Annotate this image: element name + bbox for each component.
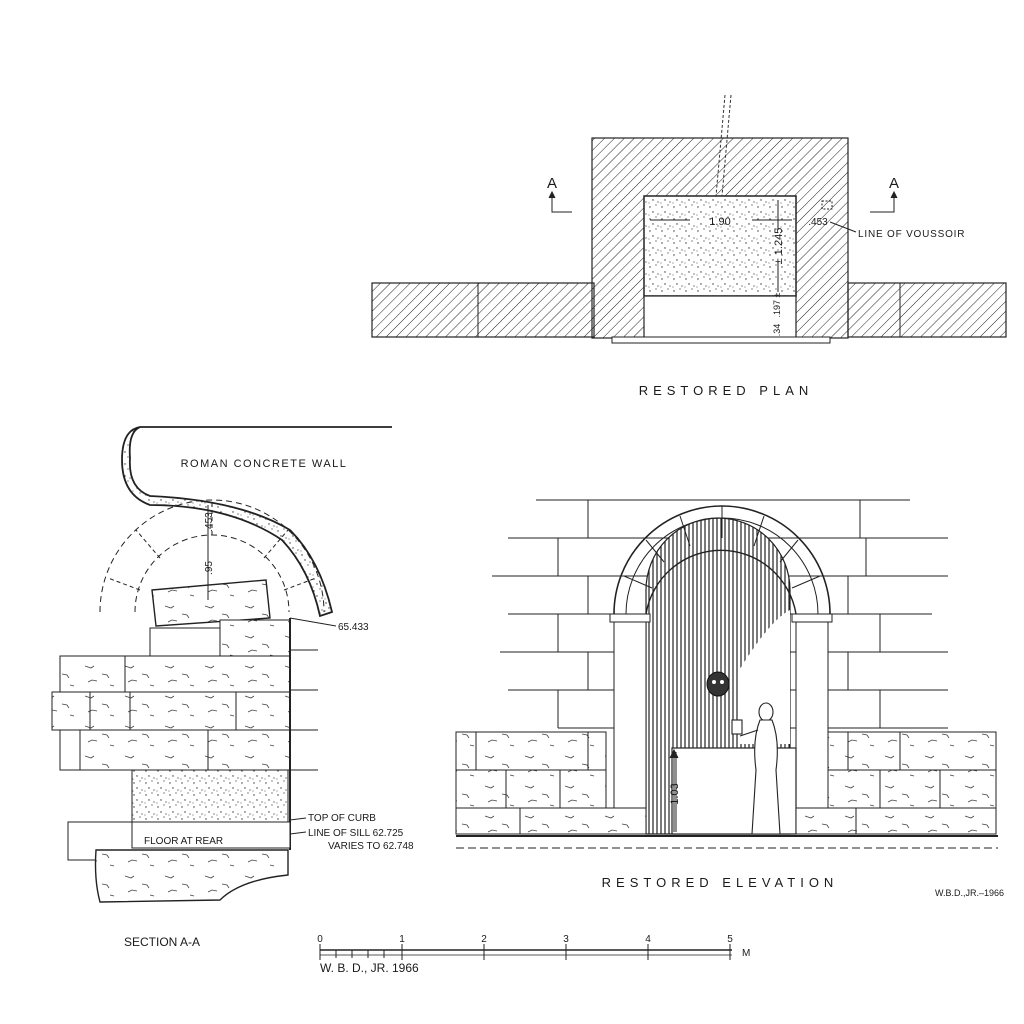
scale-credit: W. B. D., JR. 1966 — [320, 961, 419, 975]
elevation-lower-course-left-1 — [455, 731, 607, 771]
elevation-title: RESTORED ELEVATION — [602, 875, 839, 890]
section-curb-label: TOP OF CURB — [308, 813, 376, 824]
scale-tick-2: 2 — [481, 934, 487, 945]
scale-bar: 0 1 2 3 4 5 M W. B. D., JR. 1966 — [317, 934, 750, 975]
plan-dim-depth: ± 1.245 — [773, 228, 785, 265]
elevation-right-pilaster — [795, 613, 829, 835]
plan-section-marker-left: A — [547, 175, 557, 192]
section-wall-label: ROMAN CONCRETE WALL — [181, 458, 348, 470]
elevation-lower-course-left-2 — [455, 769, 607, 809]
elevation-lower-course-left-3 — [455, 807, 647, 835]
scale-unit: M — [742, 948, 750, 959]
section-course-3 — [79, 729, 291, 771]
scale-tick-3: 3 — [563, 934, 569, 945]
section-floor — [131, 821, 291, 849]
section-sill-label-2: VARIES TO 62.748 — [328, 841, 414, 852]
plan-step — [643, 295, 797, 339]
plan-dim-step: .34 — [772, 324, 782, 337]
plan-section-marker-right: A — [889, 175, 899, 192]
restored-elevation: 1.03 RESTORED ELEVATION W.B.D.,JR.–1966 — [455, 499, 1004, 898]
section-basin-fill — [131, 769, 289, 823]
elevation-lower-course-right-2 — [827, 769, 997, 809]
elevation-figure — [731, 702, 781, 835]
elevation-left-pilaster — [613, 613, 647, 835]
plan-dim-sill: .197 ± — [772, 292, 782, 317]
section-fallen-block — [151, 579, 271, 627]
section-arch-outer — [99, 499, 325, 613]
section-course-1 — [59, 655, 291, 693]
elevation-lion-head-spout — [706, 671, 730, 697]
elevation-lower-course-right-3 — [795, 807, 997, 835]
plan-right-wall — [847, 282, 1007, 338]
elevation-niche-light — [738, 610, 790, 744]
scale-tick-4: 4 — [645, 934, 651, 945]
scale-tick-1: 1 — [399, 934, 405, 945]
section-dim-arch: .453 — [204, 512, 215, 532]
plan-front-slab — [611, 336, 831, 344]
elevation-lower-course-right-1 — [827, 731, 997, 771]
plan-water-pipe — [715, 94, 732, 197]
section-course-2 — [51, 691, 291, 731]
section-sill-label: LINE OF SILL 62.725 — [308, 828, 404, 839]
section-title: SECTION A-A — [124, 935, 200, 949]
section-floor-label: FLOOR AT REAR — [144, 836, 223, 847]
section-concrete-wall — [121, 426, 392, 618]
elevation-signature: W.B.D.,JR.–1966 — [935, 888, 1004, 898]
restored-plan: A A 1.90 ± 1.245 .453 .197 ± .34 LINE OF… — [371, 94, 1007, 398]
plan-title: RESTORED PLAN — [639, 383, 814, 398]
section-dim-opening: .95 — [204, 561, 215, 575]
scale-tick-0: 0 — [317, 934, 323, 945]
scale-tick-5: 5 — [727, 934, 733, 945]
section-a-a: ROMAN CONCRETE WALL .453 .95 65.433 TOP … — [51, 426, 414, 949]
section-foundation — [94, 849, 289, 903]
plan-dim-width: 1.90 — [709, 216, 730, 228]
plan-basin — [643, 195, 797, 297]
section-elev-top: 65.433 — [338, 622, 369, 633]
plan-voussoir-note: LINE OF VOUSSOIR — [858, 229, 965, 240]
plan-left-wall — [371, 282, 595, 338]
plan-dim-voussoir: .453 — [808, 217, 828, 228]
elevation-dim-height: 1.03 — [669, 783, 681, 804]
